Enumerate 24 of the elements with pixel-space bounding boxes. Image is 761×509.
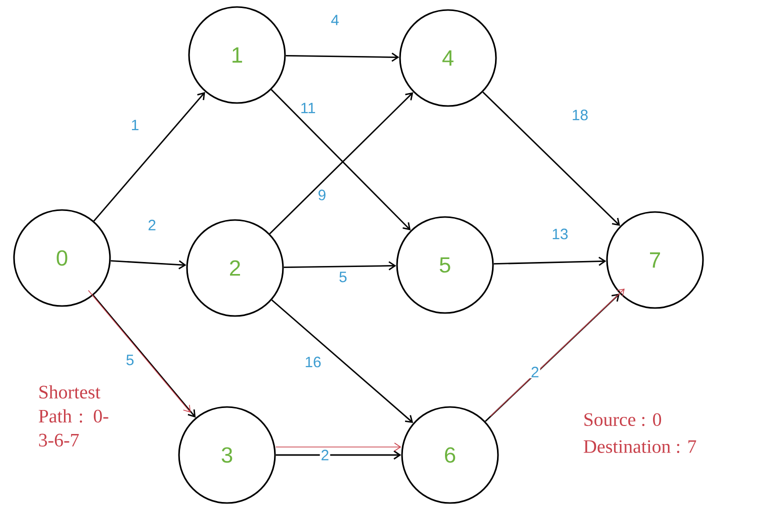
arrow [271,300,414,423]
arrow [110,260,186,270]
edge-weight: 9 [316,188,328,202]
arrow [93,92,206,222]
edge-weight: 1 [130,118,140,132]
edge-weight: 4 [330,14,340,26]
edge-weight: 13 [550,228,570,240]
edge-weight: 11 [299,102,317,114]
arrow [276,450,402,460]
edge-weight: 5 [338,270,348,284]
edge-weight: 2 [320,448,330,462]
shortest-path-arrow [275,442,402,452]
note-text: Destination : 7 [584,440,696,454]
edge-weight: 2 [530,366,540,378]
edge-weight: 2 [146,218,158,232]
arrow [494,256,606,266]
note-text: Shortest Path : 0-3-6-7 [38,385,108,447]
arrow [284,261,396,270]
edge-weight: 16 [304,356,322,368]
edge-weight: 5 [124,354,136,366]
arrow [482,92,620,226]
note-text: Source : 0 [584,413,662,426]
edge-weight: 18 [570,108,590,122]
arrow [286,52,400,62]
